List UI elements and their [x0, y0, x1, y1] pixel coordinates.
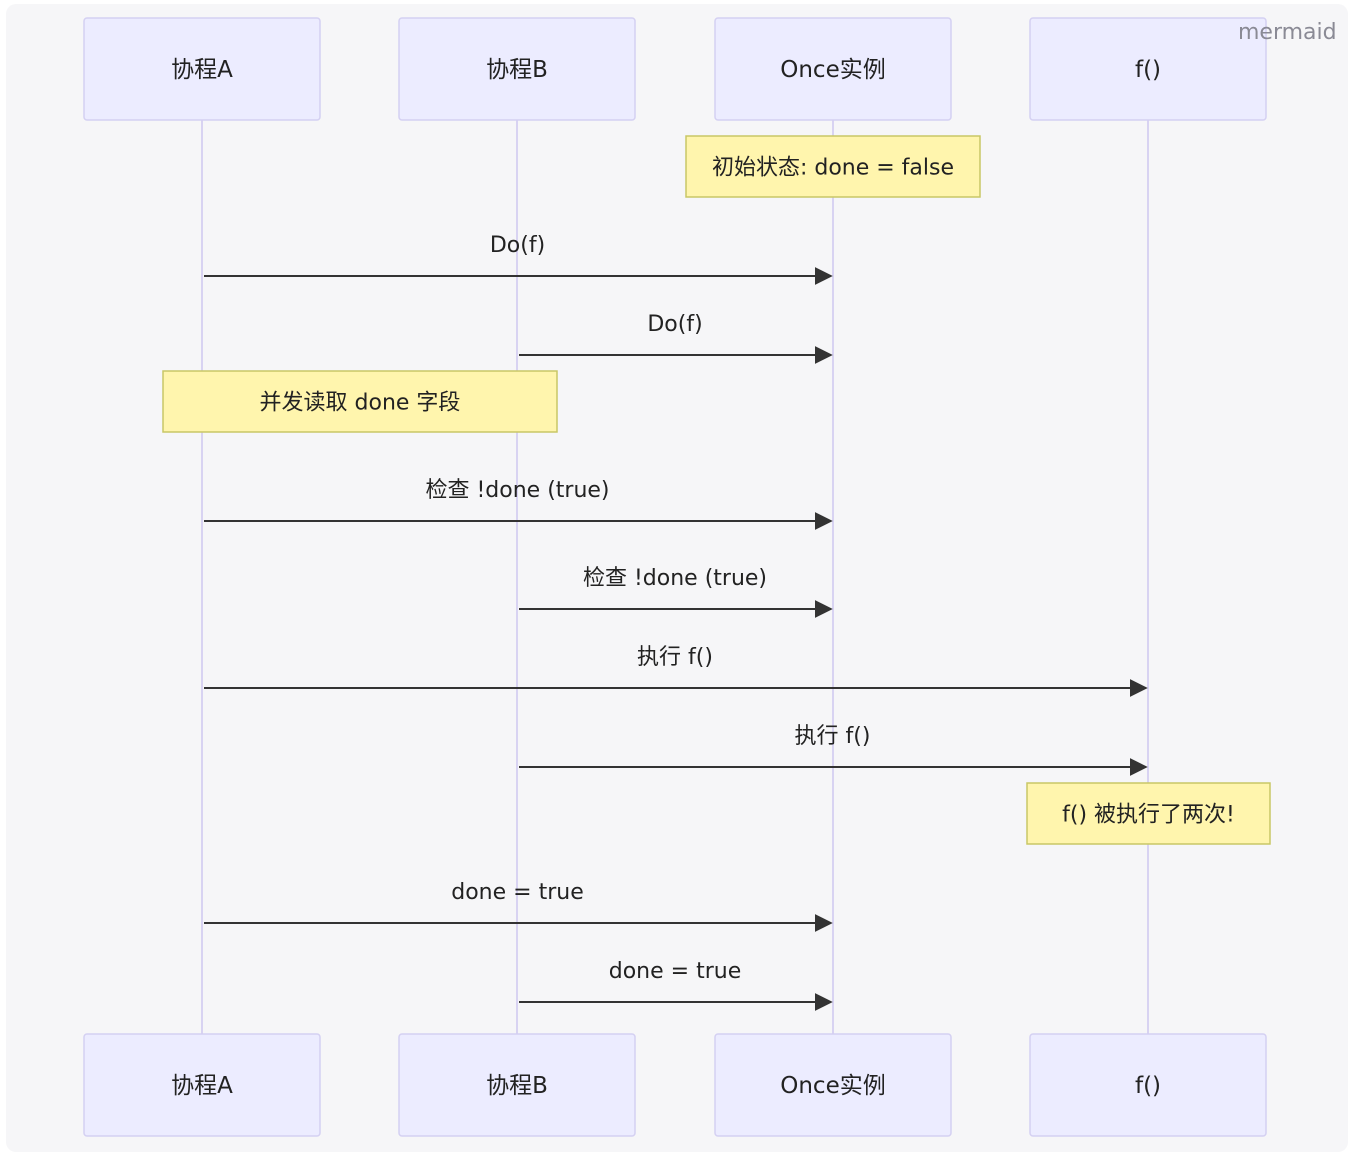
- message-label-2: Do(f): [647, 312, 702, 337]
- note-box-1: [685, 135, 981, 198]
- note-box-2: [162, 370, 558, 433]
- participant-box-bottom-o: [714, 1033, 952, 1137]
- participant-label-top-a: 协程A: [171, 57, 233, 83]
- participant-label-bottom-o: Once实例: [780, 1073, 885, 1099]
- participant-label-top-o: Once实例: [780, 57, 885, 83]
- participant-box-bottom-f: [1029, 1033, 1267, 1137]
- participant-label-top-b: 协程B: [486, 57, 548, 83]
- message-label-7: done = true: [451, 880, 583, 905]
- mermaid-watermark: mermaid: [1238, 20, 1337, 45]
- diagram-canvas: 协程A 协程B Once实例 f() 协程A 协程B Once实例 f() 初始状态: done…: [6, 4, 1348, 1152]
- participant-box-top-a: [83, 17, 321, 121]
- note-box-3: [1026, 782, 1271, 845]
- message-label-1: Do(f): [490, 233, 545, 258]
- message-label-3: 检查 !done (true): [425, 478, 609, 503]
- message-label-4: 检查 !done (true): [583, 566, 767, 591]
- participant-box-top-f: [1029, 17, 1267, 121]
- message-label-6: 执行 f(): [795, 724, 871, 749]
- note-text-1: 初始状态: done = false: [712, 156, 954, 181]
- participant-box-top-o: [714, 17, 952, 121]
- participant-box-bottom-b: [398, 1033, 636, 1137]
- note-text-3: f() 被执行了两次!: [1062, 803, 1235, 828]
- participant-label-bottom-a: 协程A: [171, 1073, 233, 1099]
- participant-label-top-f: f(): [1135, 57, 1161, 83]
- participant-label-bottom-f: f(): [1135, 1073, 1161, 1099]
- message-label-5: 执行 f(): [637, 645, 713, 670]
- note-text-2: 并发读取 done 字段: [260, 391, 461, 416]
- participant-box-bottom-a: [83, 1033, 321, 1137]
- message-label-8: done = true: [609, 959, 741, 984]
- sequence-diagram: 协程A 协程B Once实例 f() 协程A 协程B Once实例 f() 初始状态: done…: [83, 17, 1271, 1137]
- participant-box-top-b: [398, 17, 636, 121]
- participant-label-bottom-b: 协程B: [486, 1073, 548, 1099]
